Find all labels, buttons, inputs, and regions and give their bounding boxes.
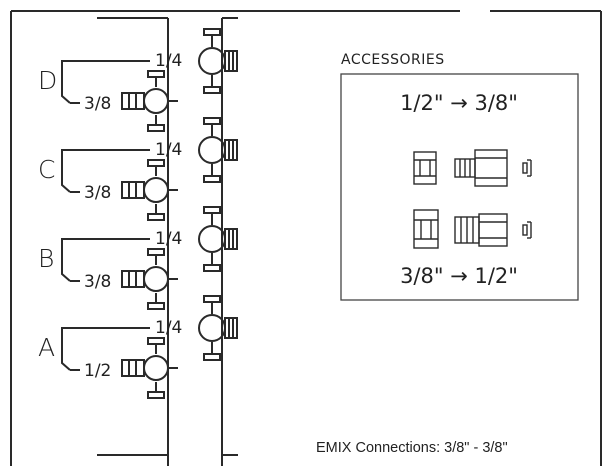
bottom-branch-size: 3/8 [84, 272, 111, 292]
adapter-label-1: 1/2" → 3/8" [400, 91, 518, 115]
circuit-letter: B [38, 244, 54, 273]
adapter-label-2: 3/8" → 1/2" [400, 264, 518, 288]
accessories-title: ACCESSORIES [341, 52, 445, 68]
branch-valve-icon [121, 70, 178, 132]
branch-valve-icon [121, 159, 178, 221]
bottom-branch-size: 1/2 [84, 361, 111, 381]
circuit-bracket [61, 238, 150, 282]
seal-ring-icon [522, 221, 532, 239]
seal-ring-icon [522, 159, 532, 177]
adapter-fitting-set-2 [413, 209, 532, 249]
top-branch-size: 1/4 [155, 229, 182, 249]
branch-valve-icon [198, 206, 238, 272]
circuit-bracket [61, 149, 150, 193]
circuit-bracket [61, 60, 150, 104]
accessories-panel: ACCESSORIES 1/2" → 3/8" 3/8" → 1/2" [340, 52, 579, 301]
circuit-groups: D1/43/8C1/43/8B1/43/8A1/41/2 [38, 28, 238, 399]
bottom-branch-size: 3/8 [84, 94, 111, 114]
bottom-branch-size: 3/8 [84, 183, 111, 203]
circuit-d: D 1/4 3/8 [38, 28, 238, 132]
top-branch-size: 1/4 [155, 140, 182, 160]
top-branch-size: 1/4 [155, 318, 182, 338]
top-branch-size: 1/4 [155, 51, 182, 71]
connections-footer: EMIX Connections: 3/8" - 3/8" [316, 440, 508, 456]
circuit-bracket [61, 327, 150, 371]
outer-frame [10, 10, 602, 466]
reducer-fitting-icon [454, 213, 508, 247]
main-header-pipes [97, 17, 238, 466]
nut-icon [413, 151, 437, 185]
circuit-letter: D [38, 66, 57, 95]
circuit-letter: A [38, 333, 55, 362]
adapter-fitting-set-1 [413, 149, 532, 187]
branch-valve-icon [198, 28, 238, 94]
circuit-c: C 1/4 3/8 [38, 117, 238, 221]
circuit-b: B 1/4 3/8 [38, 206, 238, 310]
circuit-letter: C [38, 155, 55, 184]
circuit-a: A 1/4 1/2 [38, 295, 238, 399]
branch-valve-icon [121, 248, 178, 310]
branch-valve-icon [198, 117, 238, 183]
accessories-box [340, 73, 579, 301]
reducer-fitting-icon [454, 149, 508, 187]
branch-valve-icon [121, 337, 178, 399]
branch-valve-icon [198, 295, 238, 361]
nut-icon [413, 209, 439, 249]
